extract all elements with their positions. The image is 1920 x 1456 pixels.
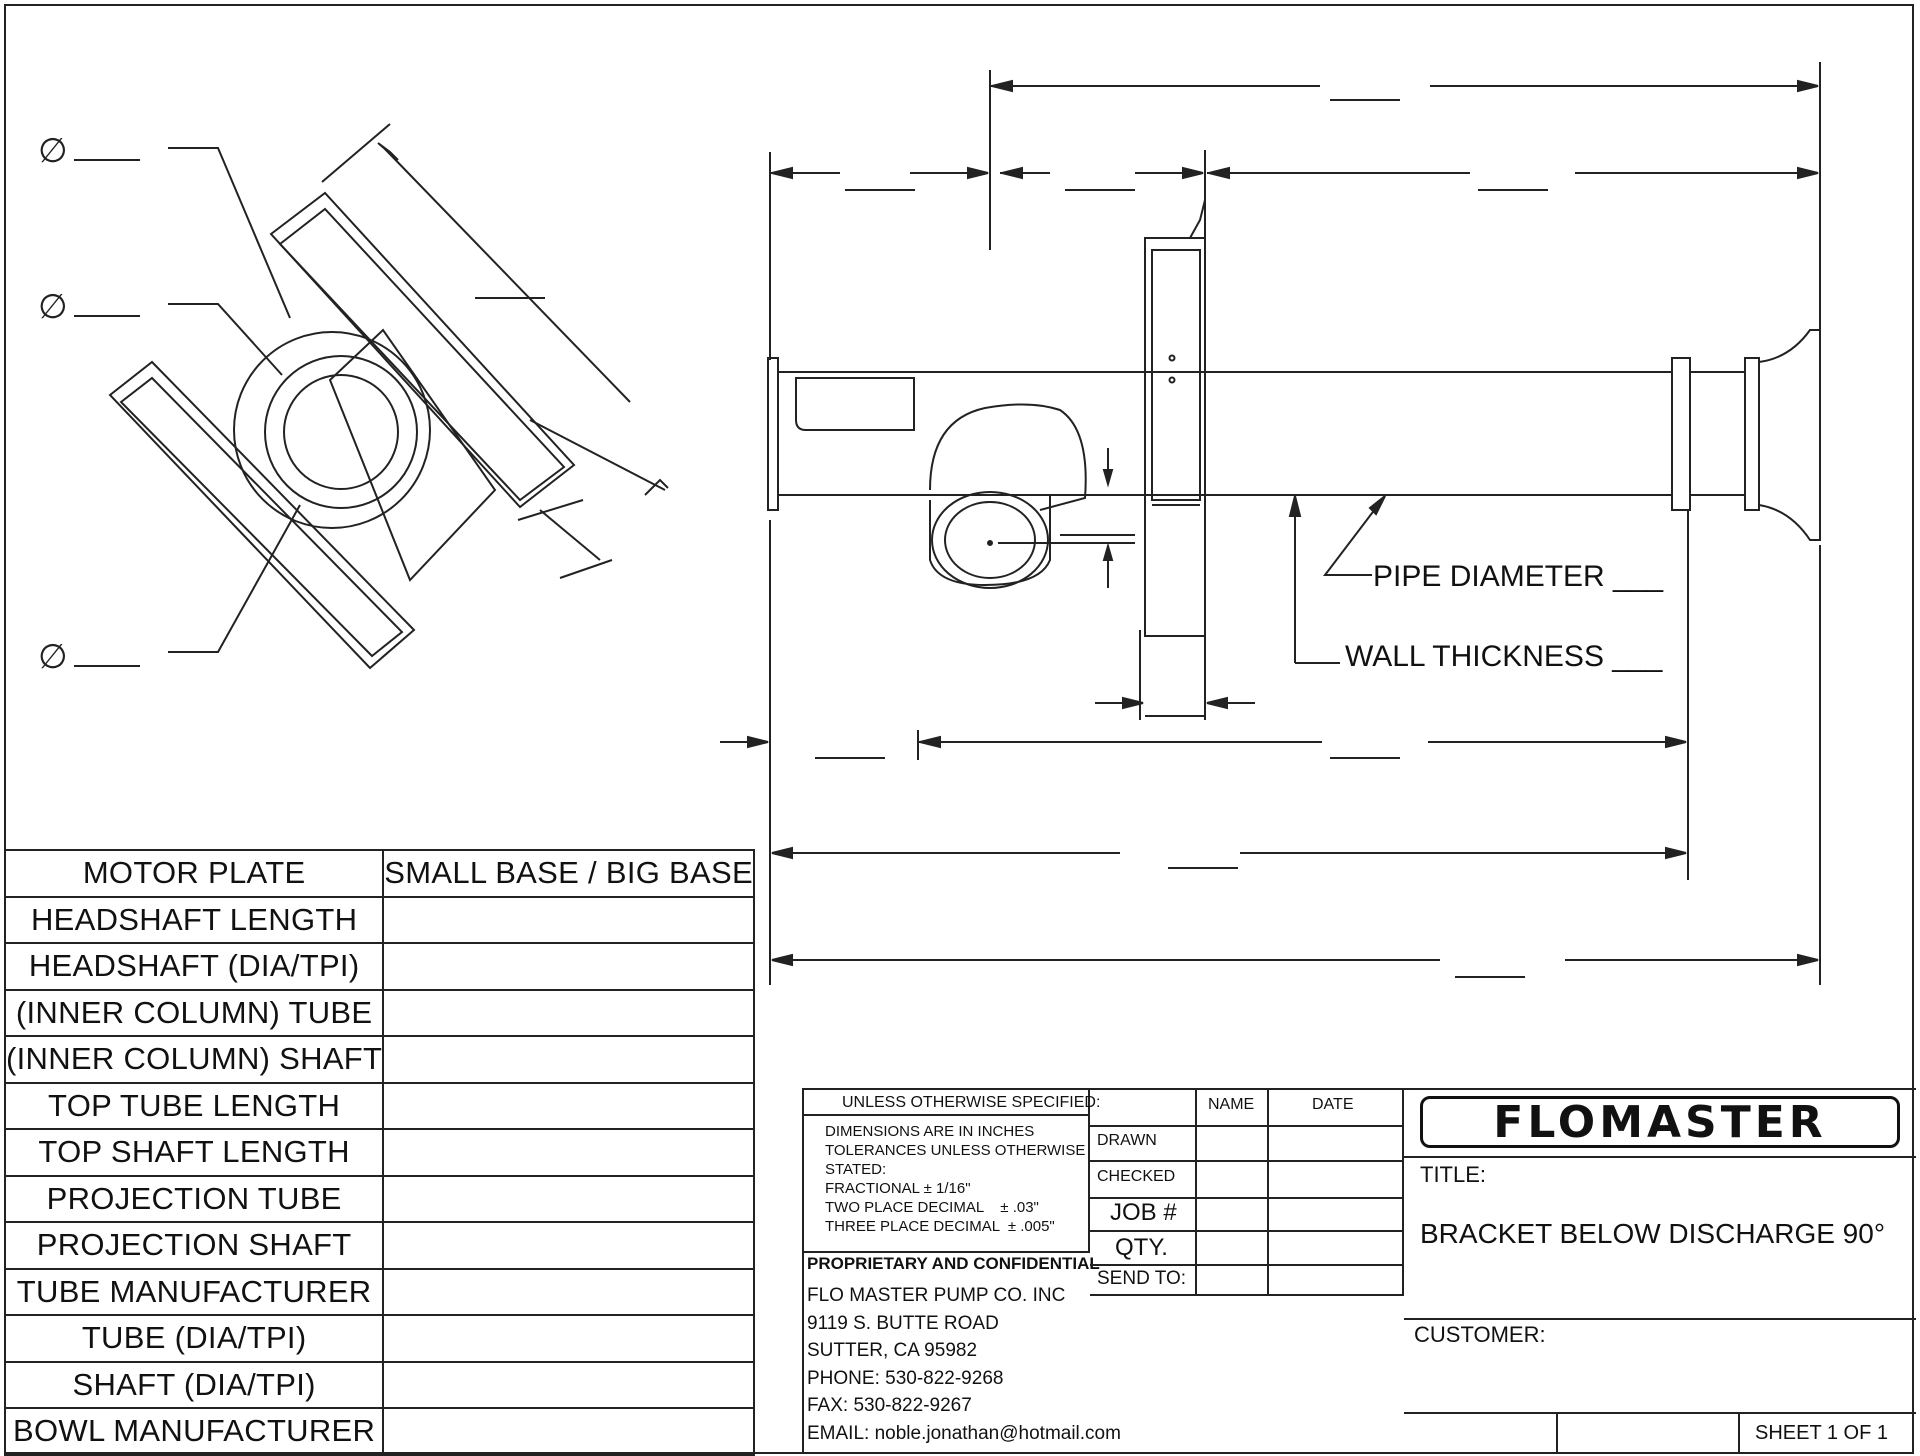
spec-value[interactable] (382, 1035, 755, 1084)
drawing-border (4, 4, 1914, 1454)
spec-row: TOP SHAFT LENGTH (3, 1128, 755, 1177)
note-line: FRACTIONAL ± 1/16" (825, 1180, 971, 1197)
drawing-title: BRACKET BELOW DISCHARGE 90° (1420, 1218, 1886, 1249)
spec-label: TUBE MANUFACTURER (3, 1267, 385, 1316)
spec-value[interactable] (382, 1360, 755, 1409)
company-phone: PHONE: 530-822-9268 (807, 1367, 1004, 1389)
spec-label: HEADSHAFT (DIA/TPI) (3, 942, 385, 991)
side-view (720, 62, 1821, 985)
spec-value[interactable] (382, 1267, 755, 1316)
spec-label: (INNER COLUMN) SHAFT (3, 1035, 385, 1084)
company-email: EMAIL: noble.jonathan@hotmail.com (807, 1422, 1121, 1444)
spec-row: BOWL MANUFACTURER (3, 1407, 755, 1456)
spec-row: SHAFT (DIA/TPI) (3, 1360, 755, 1409)
pipe-diameter-label: PIPE DIAMETER ___ (1373, 560, 1664, 593)
spec-value[interactable] (382, 942, 755, 991)
spec-value[interactable] (382, 1314, 755, 1363)
spec-label: BOWL MANUFACTURER (3, 1407, 385, 1456)
spec-row: TOP TUBE LENGTH (3, 1081, 755, 1130)
note-line: THREE PLACE DECIMAL ± .005" (825, 1218, 1055, 1235)
company-name: FLO MASTER PUMP CO. INC (807, 1285, 1066, 1306)
spec-value[interactable] (382, 988, 755, 1037)
sheet-number: SHEET 1 OF 1 (1755, 1422, 1889, 1444)
spec-row: PROJECTION SHAFT (3, 1221, 755, 1270)
spec-label: TOP SHAFT LENGTH (3, 1128, 385, 1177)
spec-label: TOP TUBE LENGTH (3, 1081, 385, 1130)
spec-label: MOTOR PLATE (3, 849, 385, 898)
row-send-to: SEND TO: (1097, 1268, 1187, 1289)
unless-specified: UNLESS OTHERWISE SPECIFIED: (842, 1094, 1101, 1111)
spec-label: PROJECTION SHAFT (3, 1221, 385, 1270)
phi-symbol-2: ∅ (38, 288, 68, 326)
row-drawn: DRAWN (1097, 1132, 1157, 1149)
spec-label: HEADSHAFT LENGTH (3, 895, 385, 944)
spec-row: (INNER COLUMN) SHAFT (3, 1035, 755, 1084)
wall-thickness-label: WALL THICKNESS ___ (1345, 640, 1663, 673)
spec-row: (INNER COLUMN) TUBE (3, 988, 755, 1037)
spec-label: (INNER COLUMN) TUBE (3, 988, 385, 1037)
company-city: SUTTER, CA 95982 (807, 1340, 978, 1361)
customer-label: CUSTOMER: (1414, 1322, 1546, 1347)
spec-value[interactable] (382, 1174, 755, 1223)
row-checked: CHECKED (1097, 1168, 1176, 1185)
spec-row: HEADSHAFT LENGTH (3, 895, 755, 944)
note-line: DIMENSIONS ARE IN INCHES (825, 1123, 1035, 1140)
spec-label: TUBE (DIA/TPI) (3, 1314, 385, 1363)
flomaster-logo: FLOMASTER (1420, 1096, 1900, 1148)
spec-row: TUBE MANUFACTURER (3, 1267, 755, 1316)
row-qty: QTY. (1115, 1234, 1168, 1261)
company-address: 9119 S. BUTTE ROAD (807, 1312, 999, 1334)
top-view: ∅ ∅ ∅ (38, 123, 669, 676)
spec-value[interactable] (382, 1221, 755, 1270)
spec-value[interactable] (382, 1081, 755, 1130)
note-line: STATED: (825, 1161, 887, 1178)
note-line: TWO PLACE DECIMAL ± .03" (825, 1199, 1039, 1216)
spec-value[interactable]: SMALL BASE / BIG BASE (382, 849, 755, 898)
phi-symbol-1: ∅ (38, 132, 68, 170)
spec-row: PROJECTION TUBE (3, 1174, 755, 1223)
spec-row: TUBE (DIA/TPI) (3, 1314, 755, 1363)
spec-value[interactable] (382, 895, 755, 944)
company-info: FLO MASTER PUMP CO. INC 9119 S. BUTTE RO… (807, 1282, 1121, 1447)
note-line: TOLERANCES UNLESS OTHERWISE (825, 1142, 1086, 1159)
spec-value[interactable] (382, 1128, 755, 1177)
spec-label: PROJECTION TUBE (3, 1174, 385, 1223)
company-fax: FAX: 530-822-9267 (807, 1395, 972, 1416)
title-label: TITLE: (1420, 1162, 1487, 1187)
phi-symbol-3: ∅ (38, 638, 68, 676)
col-name: NAME (1208, 1096, 1255, 1113)
row-job: JOB # (1110, 1199, 1177, 1226)
logo-text: FLOMASTER (1493, 1096, 1827, 1148)
tolerance-notes: DIMENSIONS ARE IN INCHES TOLERANCES UNLE… (825, 1122, 1085, 1236)
spec-value[interactable] (382, 1407, 755, 1456)
col-date: DATE (1312, 1096, 1354, 1113)
spec-row: HEADSHAFT (DIA/TPI) (3, 942, 755, 991)
spec-label: SHAFT (DIA/TPI) (3, 1360, 385, 1409)
proprietary-label: PROPRIETARY AND CONFIDENTIAL (807, 1254, 1100, 1273)
